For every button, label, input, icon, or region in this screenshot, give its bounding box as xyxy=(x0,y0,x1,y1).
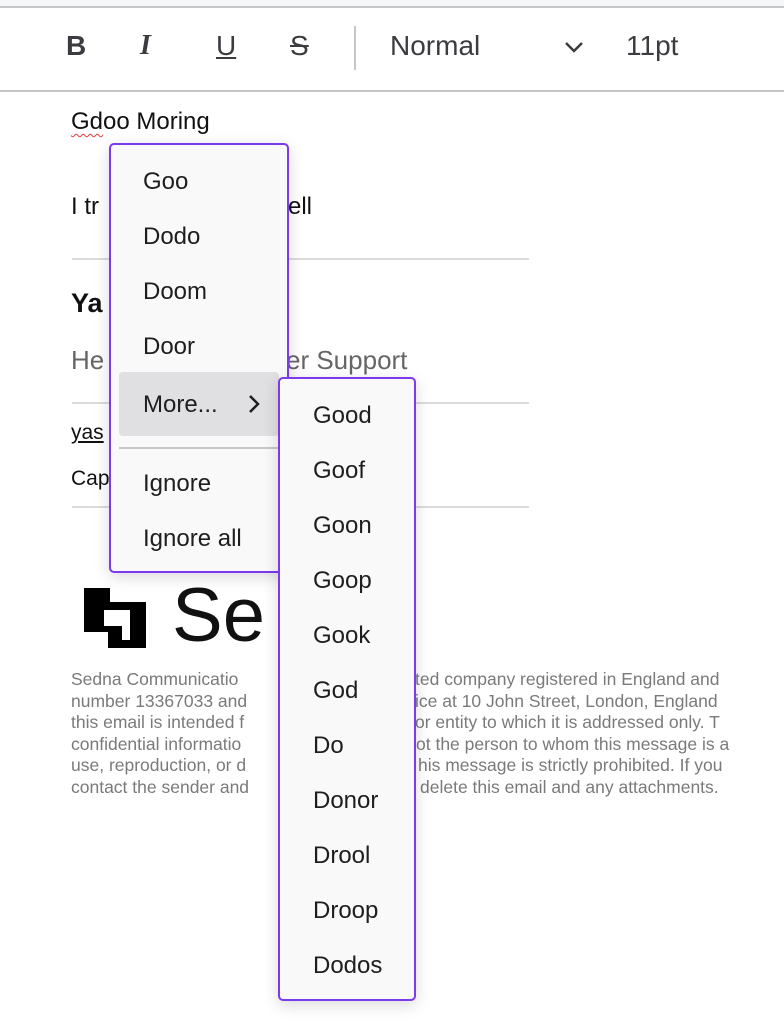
suggestion-item[interactable]: God xyxy=(313,677,359,704)
more-label: More... xyxy=(143,391,218,418)
company-logo-text: Se xyxy=(172,573,265,658)
suggestion-item[interactable]: Good xyxy=(313,402,372,429)
more-suggestions-submenu: Good Goof Goon Goop Gook God Do Donor Dr… xyxy=(278,377,416,1001)
suggestion-item[interactable]: Donor xyxy=(313,787,379,814)
italic-button[interactable]: I xyxy=(140,30,151,61)
company-logo-icon xyxy=(84,588,146,648)
signature-company: Cap xyxy=(71,467,110,490)
suggestion-item[interactable]: Goon xyxy=(313,512,372,539)
spellcheck-context-menu: Goo Dodo Doom Door More... Ignore Ignore… xyxy=(109,143,289,573)
suggestion-item[interactable]: Dodo xyxy=(143,223,201,250)
more-suggestions-item[interactable]: More... xyxy=(119,372,279,436)
body-line-end: ell xyxy=(288,193,313,220)
strikethrough-button[interactable]: S xyxy=(290,30,309,61)
signature-email-link[interactable]: yas xyxy=(71,421,104,444)
signature-title-end: er Support xyxy=(286,345,408,375)
menu-separator xyxy=(119,447,279,449)
suggestion-item[interactable]: Do xyxy=(313,732,344,759)
chevron-right-icon xyxy=(249,395,260,413)
misspelled-word[interactable]: Gd xyxy=(71,108,104,135)
suggestion-item[interactable]: Droop xyxy=(313,897,379,924)
paragraph-style-select[interactable]: Normal xyxy=(390,30,590,70)
suggestion-item[interactable]: Goo xyxy=(143,168,189,195)
underline-button[interactable]: U xyxy=(216,30,237,61)
style-value: Normal xyxy=(390,30,481,61)
chevron-down-icon xyxy=(565,42,583,53)
bold-button[interactable]: B xyxy=(66,30,87,61)
suggestion-item[interactable]: Doom xyxy=(143,278,208,305)
suggestion-item[interactable]: Dodos xyxy=(313,952,383,979)
ignore-item[interactable]: Ignore xyxy=(143,470,212,497)
signature-name: Ya xyxy=(71,288,103,318)
signature-divider xyxy=(72,258,529,260)
window-top-strip xyxy=(0,0,784,8)
greeting-line: Gdoo Moring xyxy=(71,108,210,136)
suggestion-item[interactable]: Door xyxy=(143,333,196,360)
suggestion-item[interactable]: Goop xyxy=(313,567,372,594)
suggestion-item[interactable]: Drool xyxy=(313,842,371,869)
font-size-select[interactable]: 11pt xyxy=(626,30,679,61)
body-line-start: I tr xyxy=(71,193,99,220)
suggestion-item[interactable]: Gook xyxy=(313,622,371,649)
toolbar-divider xyxy=(354,26,356,70)
suggestion-item[interactable]: Goof xyxy=(313,457,366,484)
signature-title-start: He xyxy=(71,345,105,375)
greeting-rest: oo Moring xyxy=(103,108,210,135)
ignore-all-item[interactable]: Ignore all xyxy=(143,525,242,552)
format-toolbar: B I U S Normal 11pt xyxy=(0,8,784,92)
